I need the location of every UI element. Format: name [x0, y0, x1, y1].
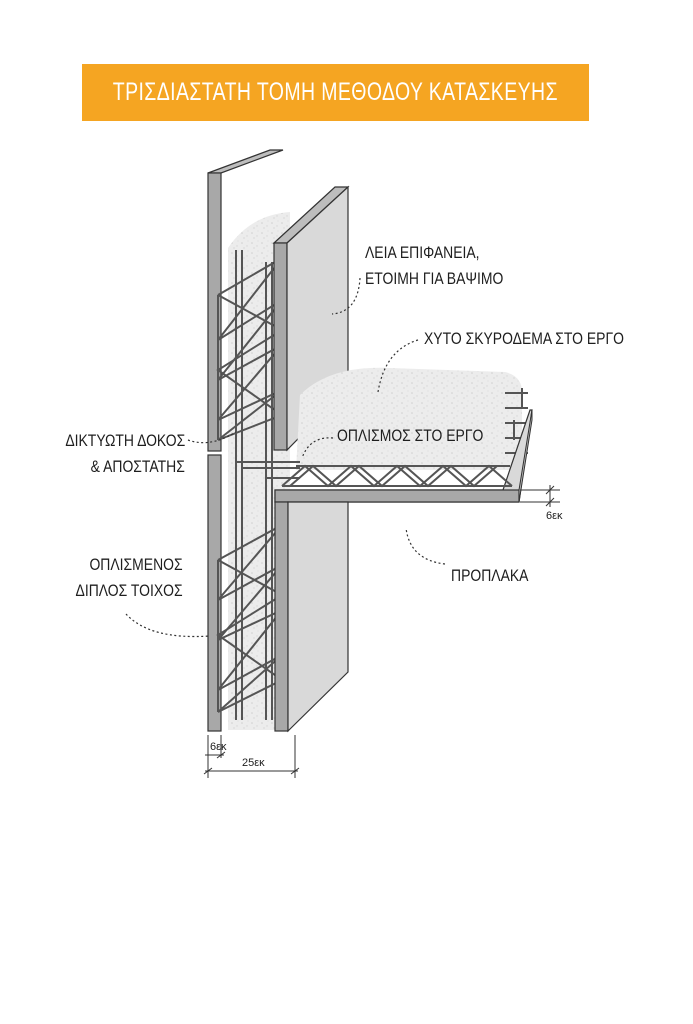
label-precast-slab: ΠΡΟΠΛΑΚΑ	[451, 566, 529, 585]
label-reinforcement: ΟΠΛΙΣΜΟΣ ΣΤΟ ΕΡΓΟ	[337, 426, 484, 445]
dimension-lines	[203, 485, 560, 778]
leader-lines	[125, 277, 446, 638]
dim-wall-skin: 6εκ	[210, 741, 227, 753]
label-lattice-line2: & ΑΠΟΣΤΑΤΗΣ	[90, 457, 185, 476]
slab-lattice-girder	[281, 464, 513, 488]
precast-slab	[274, 409, 533, 503]
dim-slab-thickness: 6εκ	[546, 510, 563, 522]
dim-wall-total: 25εκ	[242, 757, 265, 769]
label-smooth-surface-line2: ΕΤΟΙΜΗ ΓΙΑ ΒΑΨΙΜΟ	[365, 269, 504, 288]
label-cast-concrete: ΧΥΤΟ ΣΚΥΡΟΔΕΜΑ ΣΤΟ ΕΡΓΟ	[424, 329, 624, 348]
label-lattice-line1: ΔΙΚΤΥΩΤΗ ΔΟΚΟΣ	[65, 431, 185, 450]
inner-wall-panel-upper	[272, 185, 350, 452]
inner-wall-panel-lower	[274, 501, 349, 733]
label-wall-line1: ΟΠΛΙΣΜΕΝΟΣ	[89, 555, 183, 574]
page-title: ΤΡΙΣΔΙΑΣΤΑΤΗ ΤΟΜΗ ΜΕΘΟΔΟΥ ΚΑΤΑΣΚΕΥΗΣ	[112, 78, 559, 106]
wall-slab-connection-bars	[235, 461, 300, 520]
label-smooth-surface-line1: ΛΕΙΑ ΕΠΙΦΑΝΕΙΑ,	[365, 243, 480, 262]
title-banner: ΤΡΙΣΔΙΑΣΤΑΤΗ ΤΟΜΗ ΜΕΘΟΔΟΥ ΚΑΤΑΣΚΕΥΗΣ	[82, 64, 589, 121]
slab-cast-concrete	[296, 367, 522, 470]
label-wall-line2: ΔΙΠΛΟΣ ΤΟΙΧΟΣ	[75, 581, 183, 600]
